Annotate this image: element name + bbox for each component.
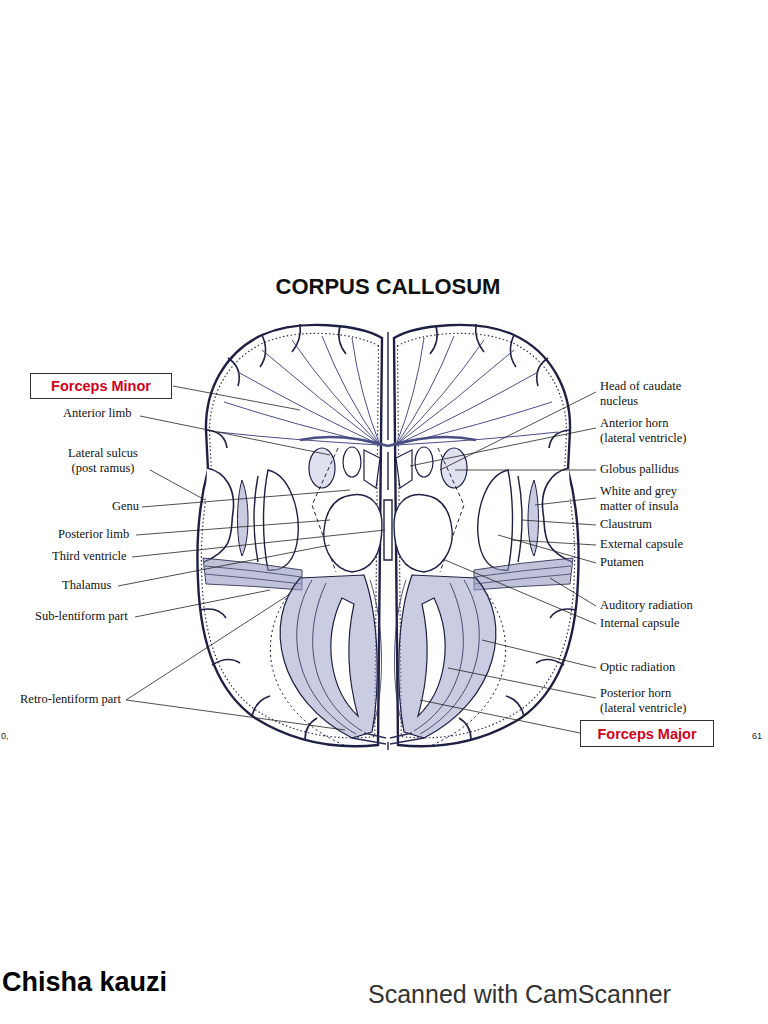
fibre [313,583,362,731]
part-name: Posterior horn (lateral ventricle) [600,686,700,716]
box-label: Forceps Major [597,726,696,742]
sulcus [252,696,270,716]
claustrum [254,476,258,562]
longitudinal-fissure [387,332,388,440]
part-name: Putamen [600,555,644,570]
fibre [352,338,380,445]
leader-line [440,392,596,470]
part-name: Anterior limb [63,406,131,421]
fibre [322,336,380,445]
auditory-fibres [205,566,302,584]
fibre [352,738,386,744]
genu-band [300,437,388,446]
leader-line [126,700,345,730]
fibre [205,574,302,584]
fibre [364,733,386,738]
leader-line [173,386,300,410]
sulcus [339,326,346,354]
septum [387,452,388,490]
part-name: Optic radiation [600,660,675,675]
part-name: Internal capsule [600,616,679,631]
sulcus [228,358,239,386]
leader-line [126,594,290,700]
part-name: Globus pallidus [600,462,679,477]
leader-line [132,530,385,557]
leader-line [498,535,596,563]
part-name: Claustrum [600,517,652,532]
box-label: Forceps Minor [51,378,151,394]
page-number: 0, [1,731,9,741]
leader-line [522,520,596,525]
leader-line [535,498,596,505]
anterior-horn [364,450,380,488]
leader-line [142,490,350,507]
part-name: Genu [112,499,139,514]
optic-radiation [280,575,377,738]
auditory-radiation [203,558,302,590]
third-ventricle [384,500,392,560]
retro-lentiform-line [270,590,346,746]
midline [384,332,392,750]
diagram-title: CORPUS CALLOSUM [0,274,768,300]
posterior-horn [331,598,358,716]
leader-lines [118,386,596,733]
part-name: Thalamus [62,578,111,593]
page-number: 61 [752,731,762,741]
part-name: External capsule [600,537,683,552]
forceps-major-fibres [352,733,386,744]
part-name: Lateral sulcus (post ramus) [62,446,144,476]
sulcus [305,718,317,740]
part-name: Anterior horn (lateral ventricle) [600,416,700,446]
fibre [238,372,380,445]
part-name: Retro-lentiform part [20,692,121,707]
leader-line [135,590,270,617]
label-box: Forceps Major [580,720,714,747]
leader-line [448,668,596,698]
fibre [292,340,380,445]
part-name: Auditory radiation [600,598,693,613]
sulcus [200,609,226,618]
longitudinal-fissure [387,742,388,750]
leader-line [550,578,596,606]
leader-line [118,545,330,586]
putamen [264,470,299,570]
optic-fibres [297,580,382,734]
watermark: Chisha kauzi [2,967,167,998]
leader-line [410,428,596,466]
hemisphere-outline [197,325,382,746]
part-name: Third ventricle [52,549,127,564]
fibre [370,580,382,730]
part-name: White and grey matter of insula [600,484,700,514]
part-name: Head of caudate nucleus [600,379,700,409]
hemisphere-mirror [388,324,579,746]
caudate-head [343,447,361,477]
label-box: Forceps Minor [30,373,172,399]
sulcus [292,324,300,352]
part-name: Sub-lentiform part [35,609,128,624]
leader-line [420,700,580,733]
leader-line [482,640,596,668]
leader-line [445,560,596,624]
part-name: Posterior limb [58,527,129,542]
leader-line [150,470,205,500]
sulcus [212,659,240,665]
leader-line [140,416,330,455]
forceps-minor-fibres [218,336,388,446]
leader-line [136,520,330,535]
watermark: Scanned with CamScanner [368,980,671,1009]
leader-line [455,470,596,471]
hemisphere [197,324,388,746]
